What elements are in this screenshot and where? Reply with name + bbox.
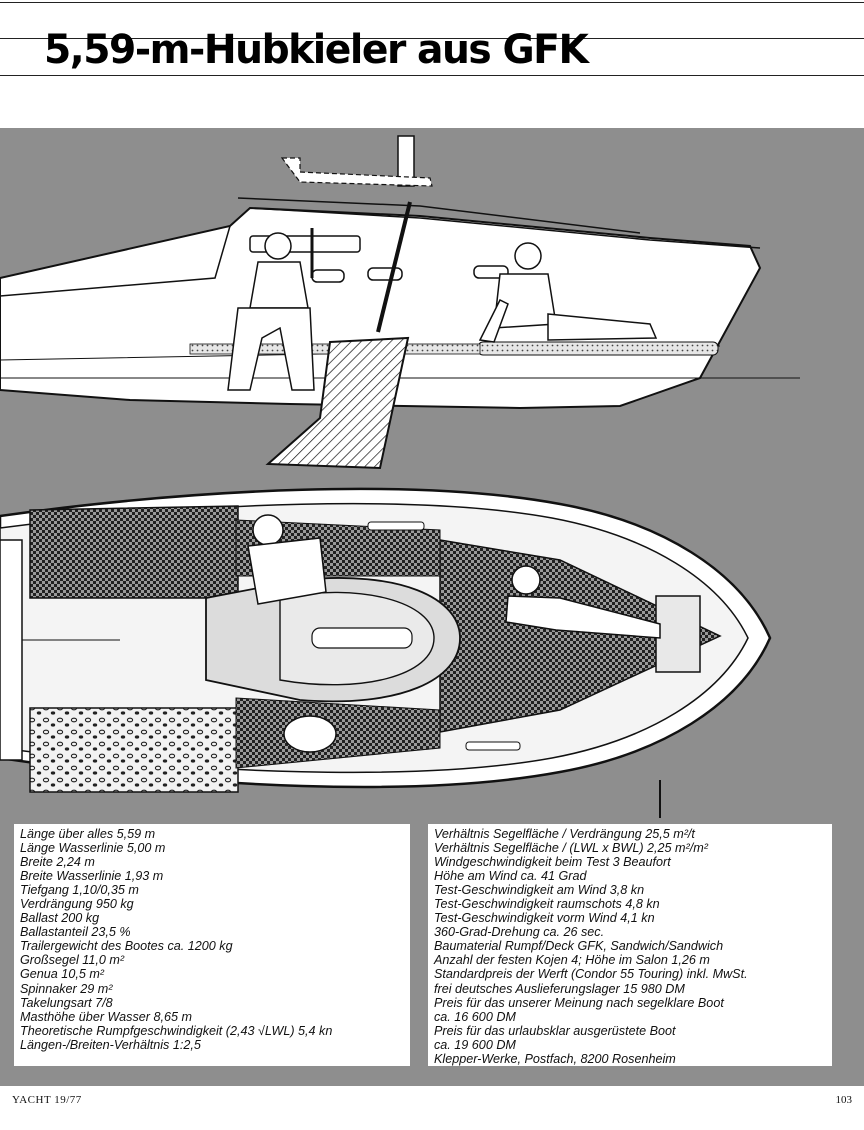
spec-line: Windgeschwindigkeit beim Test 3 Beaufort xyxy=(434,855,671,870)
seated-figure xyxy=(227,232,315,391)
spec-line: Test-Geschwindigkeit vorm Wind 4,1 kn xyxy=(434,911,655,926)
headline-rule xyxy=(0,38,864,39)
spec-line: frei deutsches Auslieferungslager 15 980… xyxy=(434,981,685,996)
spec-line: Höhe am Wind ca. 41 Grad xyxy=(434,869,587,884)
spec-line: Großsegel 11,0 m² xyxy=(20,953,125,968)
side-view-hull xyxy=(0,135,800,470)
spec-line: Ballast 200 kg xyxy=(20,911,100,926)
spec-line: Breite Wasserlinie 1,93 m xyxy=(20,869,164,884)
spec-line: ca. 16 600 DM xyxy=(434,1009,516,1024)
spec-line: Trailergewicht des Bootes ca. 1200 kg xyxy=(20,939,233,954)
spec-line: Genua 10,5 m² xyxy=(20,967,105,982)
spec-line: Länge Wasserlinie 5,00 m xyxy=(20,841,166,856)
spec-line: Standardpreis der Werft (Condor 55 Touri… xyxy=(434,967,748,982)
boat-drawing xyxy=(0,135,800,818)
plan-figures xyxy=(247,514,661,753)
spec-line: Länge über alles 5,59 m xyxy=(20,827,156,841)
spec-line: Theoretische Rumpfgeschwindigkeit (2,43 … xyxy=(20,1023,333,1038)
spec-line: Spinnaker 29 m² xyxy=(20,981,113,996)
spec-line: Ballastanteil 23,5 % xyxy=(20,925,131,940)
top-rule xyxy=(0,2,864,3)
spec-line: Masthöhe über Wasser 8,65 m xyxy=(20,1009,192,1024)
spec-line: Anzahl der festen Kojen 4; Höhe im Salon… xyxy=(434,953,710,968)
specs-right-column: Verhältnis Segelfläche / Verdrängung 25,… xyxy=(428,824,832,1066)
spec-line: Klepper-Werke, Postfach, 8200 Rosenheim xyxy=(434,1051,676,1066)
magazine-issue: YACHT 19/77 xyxy=(12,1094,82,1106)
headline-underline xyxy=(0,75,864,76)
spec-line: Verhältnis Segelfläche / Verdrängung 25,… xyxy=(434,827,695,841)
spec-line: Verhältnis Segelfläche / (LWL x BWL) 2,2… xyxy=(434,841,708,856)
spec-line: Baumaterial Rumpf/Deck GFK, Sandwich/San… xyxy=(434,939,724,954)
reclining-figure xyxy=(478,242,658,343)
spec-line: Längen-/Breiten-Verhältnis 1:2,5 xyxy=(20,1037,201,1052)
spec-line: Verdrängung 950 kg xyxy=(20,897,134,912)
spec-line: Tiefgang 1,10/0,35 m xyxy=(20,883,139,898)
spec-line: Test-Geschwindigkeit raumschots 4,8 kn xyxy=(434,897,660,912)
spec-line: Preis für das urlaubsklar ausgerüstete B… xyxy=(434,1023,676,1038)
plan-view-hull xyxy=(0,487,772,818)
spec-line: Test-Geschwindigkeit am Wind 3,8 kn xyxy=(434,883,645,898)
page-number: 103 xyxy=(835,1094,853,1106)
spec-line: ca. 19 600 DM xyxy=(434,1037,516,1052)
spec-line: Preis für das unserer Meinung nach segel… xyxy=(434,995,724,1010)
spec-line: Breite 2,24 m xyxy=(20,855,95,870)
spec-line: Takelungsart 7/8 xyxy=(20,995,113,1010)
spec-line: 360-Grad-Drehung ca. 26 sec. xyxy=(434,925,605,940)
page-title: 5,59-m-Hubkieler aus GFK xyxy=(44,27,589,73)
